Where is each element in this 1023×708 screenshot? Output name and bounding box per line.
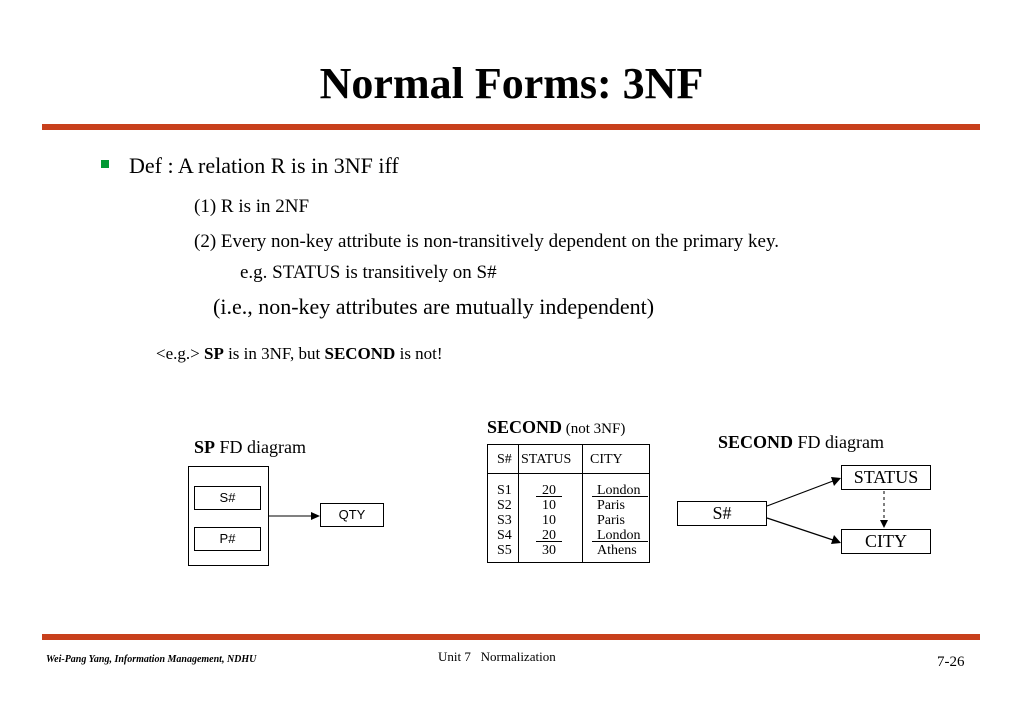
table-cell-snum: S3: [497, 513, 512, 528]
definition-text: Def : A relation R is in 3NF iff: [129, 153, 399, 178]
table-header-status: STATUS: [521, 452, 572, 467]
footer-unit: Unit 7 Normalization: [438, 649, 556, 664]
example-sp: SP: [203, 344, 224, 363]
sp-title-rest: FD diagram: [215, 437, 306, 457]
city-underline-mark: [592, 541, 648, 542]
example-mid: is in 3NF, but: [223, 344, 325, 363]
sp-diagram-title: SP FD diagram: [194, 437, 306, 458]
sp-title-bold: SP: [194, 437, 216, 457]
title-divider: [42, 124, 980, 130]
footer-divider: [42, 634, 980, 640]
status-underline-mark: [536, 541, 562, 542]
table-cell-city: Athens: [597, 543, 637, 558]
second-diagram-title: SECOND FD diagram: [718, 432, 884, 453]
table-cell-status: 20: [542, 483, 556, 498]
sp-key-snum: S#: [194, 486, 261, 510]
sp-attr-qty: QTY: [320, 503, 384, 527]
city-underline-mark: [592, 496, 648, 497]
second-key-snum: S#: [677, 501, 767, 526]
second-table-title: SECOND (not 3NF): [487, 417, 625, 438]
table-header-divider: [488, 473, 649, 474]
ie-note: (i.e., non-key attributes are mutually i…: [213, 294, 655, 319]
second-diagram-title-bold: SECOND: [718, 432, 794, 452]
second-attr-city: CITY: [841, 529, 931, 554]
table-col-divider-2: [582, 445, 583, 562]
table-cell-status: 30: [542, 543, 556, 558]
bullet-icon: [101, 160, 109, 168]
condition-2: (2) Every non-key attribute is non-trans…: [194, 231, 779, 252]
example-second: SECOND: [324, 344, 396, 363]
table-cell-status: 10: [542, 513, 556, 528]
table-cell-snum: S1: [497, 483, 512, 498]
table-cell-city: Paris: [597, 513, 625, 528]
second-table-title-rest: (not 3NF): [562, 421, 626, 437]
example-prefix: <e.g.>: [156, 344, 204, 363]
sp-key-pnum: P#: [194, 527, 261, 551]
table-header-city: CITY: [590, 452, 623, 467]
table-cell-snum: S4: [497, 528, 512, 543]
second-attr-status: STATUS: [841, 465, 931, 490]
table-cell-snum: S2: [497, 498, 512, 513]
condition-1: (1) R is in 2NF: [194, 196, 310, 217]
status-underline-mark: [536, 496, 562, 497]
table-cell-status: 20: [542, 528, 556, 543]
table-cell-city: London: [597, 528, 641, 543]
table-cell-status: 10: [542, 498, 556, 513]
page-number: 7-26: [937, 654, 965, 670]
footer-author: Wei-Pang Yang, Information Management, N…: [46, 654, 257, 665]
table-cell-city: London: [597, 483, 641, 498]
second-table: S# STATUS CITY S1 S2 S3 S4 S5 20 10 10 2…: [487, 444, 650, 563]
example-suffix: is not!: [395, 344, 443, 363]
table-header-snum: S#: [497, 452, 512, 467]
table-cell-snum: S5: [497, 543, 512, 558]
second-table-title-bold: SECOND: [487, 417, 563, 437]
table-cell-city: Paris: [597, 498, 625, 513]
example-line: <e.g.> SP is in 3NF, but SECOND is not!: [156, 344, 443, 364]
second-diagram-title-rest: FD diagram: [793, 432, 884, 452]
table-col-divider-1: [518, 445, 519, 562]
example-note: e.g. STATUS is transitively on S#: [240, 262, 497, 283]
slide-title: Normal Forms: 3NF: [319, 59, 704, 108]
